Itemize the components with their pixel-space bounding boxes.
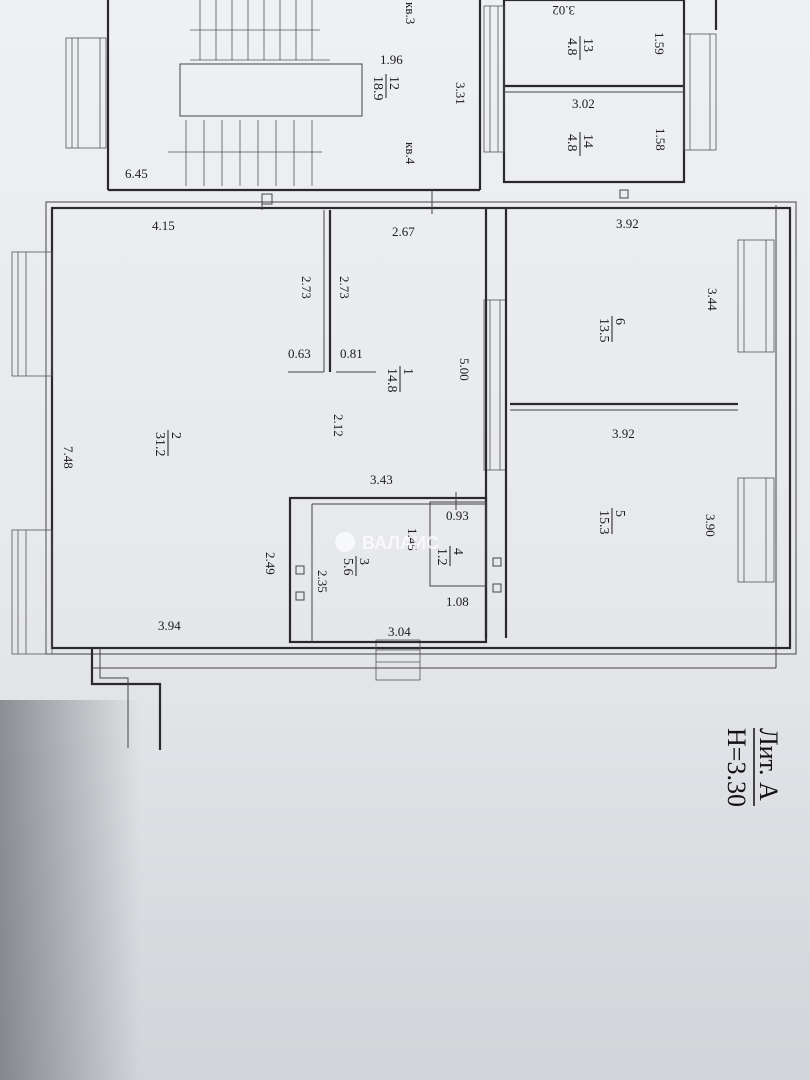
staircase bbox=[168, 0, 363, 210]
watermark-text: ВАЛАИС bbox=[362, 533, 439, 553]
room-label-2: 2 31.2 bbox=[152, 430, 183, 457]
window-upper-left bbox=[65, 37, 107, 149]
room-3-area: 5.6 bbox=[340, 558, 355, 576]
room-4-area: 1.2 bbox=[434, 548, 449, 566]
window-right-1 bbox=[737, 239, 775, 353]
dim-748: 7.48 bbox=[61, 446, 76, 469]
dim-159: 1.59 bbox=[652, 32, 667, 55]
room-label-1: 1 14.8 bbox=[384, 366, 415, 393]
dim-343: 3.43 bbox=[370, 472, 393, 487]
room-2-number: 2 bbox=[168, 432, 183, 439]
dim-267: 2.67 bbox=[392, 224, 415, 239]
dim-108: 1.08 bbox=[446, 594, 469, 609]
dim-235: 2.35 bbox=[315, 570, 330, 593]
room-5-area: 15.3 bbox=[596, 510, 611, 535]
room-1-area: 14.8 bbox=[384, 368, 399, 393]
dim-145: 1.45 bbox=[405, 528, 420, 551]
window-upper-mid bbox=[483, 5, 505, 153]
room-label-5: 5 15.3 bbox=[596, 508, 627, 535]
dim-212: 2.12 bbox=[331, 414, 346, 437]
dim-392-a: 3.92 bbox=[616, 216, 639, 231]
window-right-2 bbox=[737, 477, 775, 583]
stair-marker-box bbox=[261, 193, 273, 205]
dim-302: 3.02 bbox=[572, 96, 595, 111]
window-left-2 bbox=[11, 529, 53, 655]
title-line-2: H=3.30 bbox=[722, 728, 751, 807]
room-label-3: 3 5.6 bbox=[340, 556, 371, 576]
window-upper-right bbox=[683, 33, 717, 151]
vent-3 bbox=[295, 565, 305, 575]
vent-5 bbox=[619, 189, 629, 199]
room-6-area: 13.5 bbox=[596, 318, 611, 343]
room-13-number: 13 bbox=[580, 38, 595, 52]
dim-196: 1.96 bbox=[380, 52, 403, 67]
photo-shadow bbox=[0, 700, 140, 1080]
dim-273-a: 2.73 bbox=[299, 276, 314, 299]
room-12-area: 18.9 bbox=[370, 76, 385, 101]
dim-063: 0.63 bbox=[288, 346, 311, 361]
dim-158: 1.58 bbox=[653, 128, 668, 151]
porch-wall bbox=[90, 648, 162, 750]
room-label-12: 12 18.9 bbox=[370, 74, 401, 101]
dim-302-top: 3.02 bbox=[552, 3, 575, 18]
dim-645: 6.45 bbox=[125, 166, 148, 181]
dim-273-b: 2.73 bbox=[337, 276, 352, 299]
title-line-1: Лит. А bbox=[754, 728, 783, 801]
dimension-labels: 3.02 1.59 1.96 3.31 3.02 1.58 6.45 4.15 … bbox=[61, 3, 720, 639]
room-5-number: 5 bbox=[612, 510, 627, 517]
interior-walls bbox=[288, 189, 738, 644]
apartment-labels: кв.3 кв.4 bbox=[403, 2, 418, 165]
porch-inner-wall bbox=[99, 648, 129, 748]
stair-landing bbox=[179, 63, 363, 117]
dim-500: 5.00 bbox=[457, 358, 472, 381]
room-14-area: 4.8 bbox=[564, 134, 579, 152]
vent-4 bbox=[295, 591, 305, 601]
room-13-area: 4.8 bbox=[564, 38, 579, 56]
room-4-number: 4 bbox=[450, 548, 465, 555]
dim-304: 3.04 bbox=[388, 624, 411, 639]
building-walls bbox=[45, 0, 797, 750]
windows bbox=[11, 5, 775, 681]
rooms-13-14-outline bbox=[502, 0, 686, 184]
dim-093: 0.93 bbox=[446, 508, 469, 523]
room-3-number: 3 bbox=[356, 558, 371, 565]
window-mid-partition bbox=[483, 299, 507, 471]
room-label-14: 14 4.8 bbox=[564, 132, 595, 156]
main-block-outer-line bbox=[45, 201, 797, 655]
dim-394: 3.94 bbox=[158, 618, 181, 633]
window-bottom bbox=[375, 639, 421, 681]
room-12-number: 12 bbox=[386, 76, 401, 90]
room-4-box bbox=[429, 501, 487, 587]
vent-1 bbox=[492, 557, 502, 567]
room-label-4: 4 1.2 bbox=[434, 546, 465, 566]
room-14-number: 14 bbox=[580, 134, 595, 148]
dim-081: 0.81 bbox=[340, 346, 363, 361]
room-label-6: 6 13.5 bbox=[596, 316, 627, 343]
dim-331: 3.31 bbox=[453, 82, 468, 105]
room-labels: 12 18.9 13 4.8 14 4.8 6 13.5 1 bbox=[152, 36, 627, 576]
dim-392-b: 3.92 bbox=[612, 426, 635, 441]
dim-344: 3.44 bbox=[705, 288, 720, 311]
stair-treads-top bbox=[190, 0, 330, 61]
room-2-area: 31.2 bbox=[152, 432, 167, 457]
watermark: ВАЛАИС bbox=[335, 532, 439, 553]
dim-415: 4.15 bbox=[152, 218, 175, 233]
room-1-number: 1 bbox=[400, 368, 415, 375]
dim-249: 2.49 bbox=[263, 552, 278, 575]
watermark-logo-icon bbox=[335, 532, 355, 552]
room-label-13: 13 4.8 bbox=[564, 36, 595, 60]
main-block-outline bbox=[50, 206, 792, 650]
title-block: Лит. А H=3.30 bbox=[722, 728, 783, 807]
window-left-1 bbox=[11, 251, 53, 377]
room-6-number: 6 bbox=[612, 318, 627, 325]
stair-treads-bottom bbox=[168, 120, 322, 186]
apartment-kv3: кв.3 bbox=[403, 2, 418, 24]
apartment-kv4: кв.4 bbox=[403, 142, 418, 165]
vent-2 bbox=[492, 583, 502, 593]
dim-390: 3.90 bbox=[703, 514, 718, 537]
